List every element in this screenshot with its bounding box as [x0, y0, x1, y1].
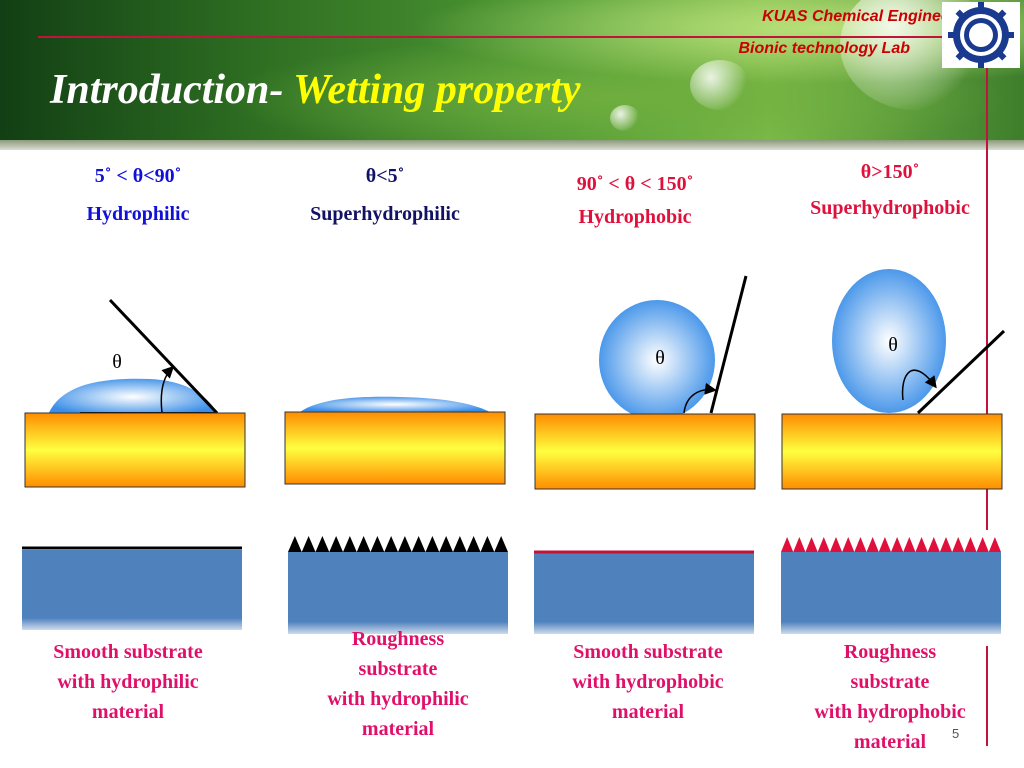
panel1-label: Hydrophilic — [86, 203, 190, 225]
rough-hydrophilic-substrate — [288, 536, 508, 634]
panel2-condition: θ<5˚ — [365, 165, 405, 187]
caption-3-line: material — [611, 701, 685, 723]
water-drop-decoration — [610, 105, 640, 131]
rough-hydrophobic-substrate — [781, 537, 1001, 634]
panel3-substrate — [534, 413, 756, 490]
smooth-hydrophilic-substrate — [22, 546, 242, 630]
caption-2-line: material — [361, 718, 435, 740]
panel4-label: Superhydrophobic — [810, 197, 970, 219]
caption-4-line: Roughness — [843, 641, 937, 663]
title-main: Introduction- — [50, 67, 284, 113]
kuas-logo — [942, 2, 1020, 68]
panel4-droplet — [832, 269, 1006, 415]
water-drop-decoration — [690, 60, 750, 110]
caption-1: Smooth substrate with hydrophilic materi… — [18, 637, 238, 727]
caption-2: Roughness substrate with hydrophilic mat… — [288, 624, 508, 744]
caption-3-line: with hydrophobic — [572, 671, 724, 693]
accent-vertical-line — [986, 60, 988, 530]
caption-4-line: material — [853, 731, 927, 753]
panel3-droplet — [599, 275, 748, 420]
page-title: Introduction- Wetting property — [50, 66, 581, 114]
header-divider — [0, 140, 1024, 150]
page-number: 5 — [952, 726, 960, 741]
panel3-label: Hydrophobic — [578, 206, 692, 228]
caption-4-line: with hydrophobic — [814, 701, 966, 723]
panel4-substrate — [781, 413, 1003, 490]
theta-label-1: θ — [112, 351, 122, 373]
panel1-substrate — [24, 412, 246, 488]
accent-vertical-line — [986, 646, 988, 746]
caption-2-line: with hydrophilic — [327, 688, 469, 710]
lab-name-line2: Bionic technology Lab — [738, 40, 910, 57]
panel1-droplet — [48, 298, 219, 415]
caption-4-line: substrate — [850, 671, 930, 693]
title-sub: Wetting property — [293, 67, 581, 113]
caption-1-line: Smooth substrate — [53, 641, 203, 663]
panel2-substrate — [284, 411, 506, 485]
caption-1-line: with hydrophilic — [57, 671, 199, 693]
caption-3-line: Smooth substrate — [573, 641, 723, 663]
panel4-condition: θ>150˚ — [860, 161, 920, 183]
panel2-film — [300, 396, 490, 412]
panel2-label: Superhydrophilic — [310, 203, 460, 225]
caption-2-line: substrate — [358, 658, 438, 680]
panel3-condition: 90˚ < θ < 150˚ — [576, 173, 694, 195]
caption-1-line: material — [91, 701, 165, 723]
panel1-condition: 5˚ < θ<90˚ — [94, 165, 182, 187]
theta-label-3: θ — [655, 347, 665, 369]
lab-name-line1: KUAS Chemical Engineering — [762, 8, 980, 25]
caption-2-line: Roughness — [351, 628, 445, 650]
accent-line — [38, 36, 942, 38]
smooth-hydrophobic-substrate — [534, 550, 754, 634]
theta-label-4: θ — [888, 334, 898, 356]
caption-4: Roughness substrate with hydrophobic mat… — [780, 637, 1000, 757]
caption-3: Smooth substrate with hydrophobic materi… — [538, 637, 758, 727]
